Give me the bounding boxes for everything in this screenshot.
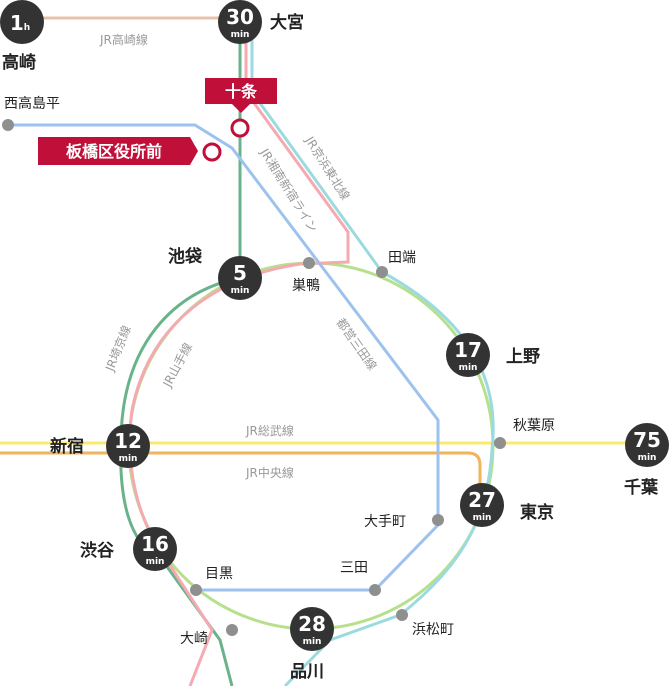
itabashi-tag[interactable]: 板橋区役所前	[38, 137, 198, 165]
saikyo-line-label: JR埼京線	[101, 323, 133, 374]
station-name-shinjuku: 新宿	[50, 436, 84, 457]
takasaki-time: 1h	[10, 11, 30, 35]
station-badge-shibuya[interactable]: 16 min	[133, 527, 177, 571]
shinagawa-time: 28	[298, 612, 326, 636]
stop-dot-tabata[interactable]	[376, 266, 388, 278]
yamanote-line-label: JR山手線	[159, 340, 195, 390]
stop-label-akihabara: 秋葉原	[513, 418, 555, 434]
shibuya-unit: min	[146, 557, 165, 567]
ueno-time: 17	[454, 338, 482, 362]
takasaki-line-label: JR高崎線	[99, 32, 148, 47]
station-name-shibuya: 渋谷	[80, 540, 115, 561]
stop-label-meguro: 目黒	[205, 566, 233, 582]
stop-dot-osaki[interactable]	[226, 624, 238, 636]
jujo-tag[interactable]: 十条	[205, 78, 277, 113]
station-name-ueno: 上野	[506, 347, 540, 367]
omiya-time: 30	[226, 5, 254, 29]
stop-label-tabata: 田端	[388, 250, 416, 266]
jujo-tag-bg	[205, 78, 277, 113]
shinjuku-unit: min	[119, 454, 138, 464]
tokyo-time: 27	[468, 488, 496, 512]
shinjuku-time: 12	[114, 429, 142, 453]
station-badge-chiba[interactable]: 75 min	[625, 423, 669, 467]
station-name-takasaki: 高崎	[2, 52, 36, 73]
highlight-stations: 十条 板橋区役所前	[38, 78, 277, 165]
shibuya-time: 16	[141, 532, 169, 556]
stop-label-nishidaishima: 西高島平	[4, 95, 60, 112]
chiba-unit: min	[638, 453, 657, 463]
takasaki-time-unit: h	[24, 23, 30, 33]
keihin-tohoku-line	[250, 30, 495, 686]
mita-line-label: 都営三田線	[334, 315, 381, 373]
stop-label-mita: 三田	[340, 560, 368, 576]
route-lines	[0, 16, 648, 686]
station-name-chiba: 千葉	[624, 477, 659, 498]
ikebukuro-time: 5	[233, 261, 247, 285]
station-name-tokyo: 東京	[520, 502, 554, 523]
chiba-time: 75	[633, 428, 661, 452]
jujo-tag-label: 十条	[225, 82, 258, 101]
chuo-line	[0, 451, 482, 500]
itabashi-marker[interactable]	[202, 142, 222, 162]
sobu-line-label: JR総武線	[245, 423, 294, 438]
stop-dot-otemachi[interactable]	[432, 514, 444, 526]
jujo-marker[interactable]	[230, 118, 250, 138]
minor-stops: 西高島平 巣鴨 田端 秋葉原 大手町 三田 目黒 大崎 浜松町	[2, 95, 555, 647]
stop-dot-meguro[interactable]	[190, 584, 202, 596]
station-badge-ikebukuro[interactable]: 5 min	[218, 256, 262, 300]
shonan-shinjuku-line	[128, 30, 350, 686]
station-name-omiya: 大宮	[270, 12, 304, 33]
shinagawa-unit: min	[303, 637, 322, 647]
ueno-unit: min	[459, 363, 478, 373]
station-name-ikebukuro: 池袋	[168, 246, 203, 267]
stop-label-sugamo: 巣鴨	[292, 278, 320, 294]
station-badge-takasaki[interactable]: 1h	[0, 0, 44, 44]
stop-dot-sugamo[interactable]	[303, 257, 315, 269]
stop-label-otemachi: 大手町	[364, 514, 406, 530]
stop-dot-hamamatsucho[interactable]	[396, 609, 408, 621]
itabashi-tag-bg	[38, 137, 198, 165]
chuo-line-label: JR中央線	[245, 465, 294, 480]
stop-dot-mita[interactable]	[369, 584, 381, 596]
station-name-shinagawa: 品川	[290, 662, 324, 682]
station-badge-shinagawa[interactable]: 28 min	[290, 607, 334, 651]
stop-dot-nishidaishima[interactable]	[2, 119, 14, 131]
station-badge-tokyo[interactable]: 27 min	[460, 483, 504, 527]
station-badge-ueno[interactable]: 17 min	[446, 333, 490, 377]
itabashi-tag-label: 板橋区役所前	[66, 142, 162, 161]
station-badge-omiya[interactable]: 30 min	[218, 0, 262, 44]
tokyo-unit: min	[473, 513, 492, 523]
stop-label-osaki: 大崎	[180, 631, 208, 647]
omiya-unit: min	[231, 30, 250, 40]
keihin-tohoku-line-label: JR京浜東北線	[302, 133, 353, 203]
stop-label-hamamatsucho: 浜松町	[412, 622, 454, 638]
ikebukuro-unit: min	[231, 286, 250, 296]
station-badge-shinjuku[interactable]: 12 min	[106, 424, 150, 468]
stop-dot-akihabara[interactable]	[494, 437, 506, 449]
